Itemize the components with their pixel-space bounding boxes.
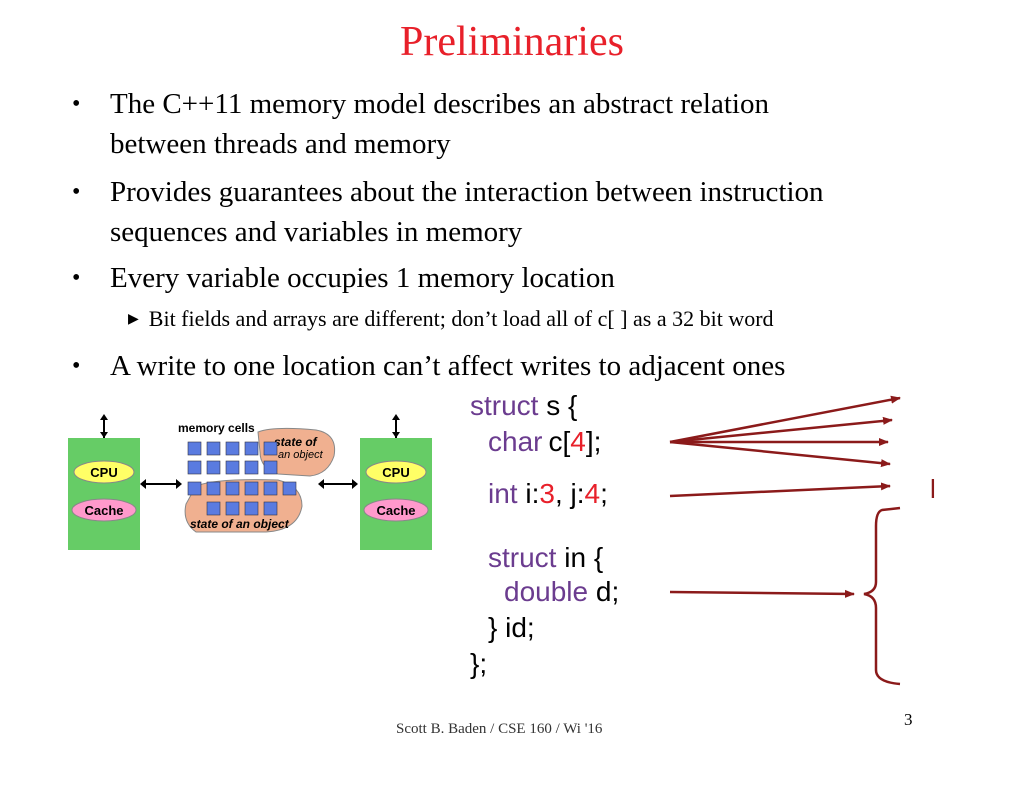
code-struct-open: struct s { (470, 390, 577, 422)
left-cache-label: Cache (84, 503, 123, 518)
memory-cells-grid (187, 441, 297, 516)
left-cache-label-bg (71, 498, 137, 522)
memory-cell (225, 481, 240, 496)
code-text: , j: (554, 478, 585, 509)
code-keyword: char (488, 426, 543, 457)
memory-cell (206, 481, 221, 496)
left-cpu-label-bg (73, 460, 135, 484)
char-arrow-1 (669, 395, 901, 444)
code-number: 4 (584, 478, 601, 509)
char-arrow-4 (669, 440, 891, 468)
right-cache-label-bg (363, 498, 429, 522)
bullet-2-line-2: sequences and variables in memory (110, 216, 523, 248)
memory-cell (225, 441, 240, 456)
memory-cell (244, 441, 259, 456)
struct-bracket (863, 506, 901, 686)
link-arrow-icon (352, 479, 358, 489)
code-keyword: int (488, 478, 518, 509)
bullet-dot: • (72, 91, 81, 117)
state-of-an-object-label: state of an object (190, 517, 290, 531)
memory-cell (187, 460, 202, 475)
right-bus-arrow-icon (392, 432, 400, 438)
memory-cell (263, 481, 278, 496)
memory-diagram: CPU Cache memory cells state of an objec… (68, 414, 432, 550)
memory-cell (206, 460, 221, 475)
right-cache-label: Cache (376, 503, 415, 518)
memory-cell (206, 501, 221, 516)
slide-title: Preliminaries (400, 19, 624, 65)
memory-cells-label: memory cells (178, 421, 255, 435)
code-text: i: (525, 478, 540, 509)
code-number: 3 (539, 478, 555, 509)
memory-cell (244, 501, 259, 516)
memory-cell (244, 481, 259, 496)
footer: Scott B. Baden / CSE 160 / Wi '16 (396, 721, 603, 737)
code-int-line: int i:3, j:4; (488, 478, 608, 510)
code-number: 4 (570, 426, 586, 457)
memory-cell (187, 481, 202, 496)
memory-cell (244, 460, 259, 475)
left-bus-arrow-icon (100, 432, 108, 438)
code-keyword: struct (488, 542, 557, 573)
memory-cell (282, 481, 297, 496)
triangle-bullet-icon: ▶ (128, 312, 139, 327)
bullet-2-line-1: Provides guarantees about the interactio… (110, 176, 824, 208)
memory-cell (263, 501, 278, 516)
memory-cell (263, 460, 278, 475)
link-arrow-icon (176, 479, 182, 489)
link-arrow-icon (318, 479, 324, 489)
code-text: d; (595, 576, 620, 607)
code-text: ; (600, 478, 608, 509)
annotation-mark: l (930, 474, 936, 504)
sub-bullet-text: Bit fields and arrays are different; don… (148, 306, 774, 331)
code-double-line: double d; (504, 576, 619, 608)
bullet-dot: • (72, 265, 81, 291)
right-cpu-label-bg (365, 460, 427, 484)
code-text: c[ (548, 426, 571, 457)
bullet-dot: • (72, 353, 81, 379)
code-text: ]; (585, 426, 602, 457)
int-arrow (669, 482, 891, 498)
code-keyword: struct (470, 390, 539, 421)
memory-cell (225, 501, 240, 516)
code-inner-struct-open: struct in { (488, 542, 603, 574)
code-inner-close: } id; (488, 612, 535, 643)
state-of-label: state of (274, 435, 318, 449)
bullet-dot: • (72, 179, 81, 205)
left-cpu-box (68, 438, 140, 550)
memory-cell (263, 441, 278, 456)
page-number: 3 (904, 710, 913, 729)
right-bus-arrow-icon (392, 414, 400, 420)
an-object-label: an object (278, 449, 324, 461)
code-outer-close: }; (470, 648, 488, 679)
right-cpu-label: CPU (382, 465, 409, 480)
code-keyword: double (504, 576, 589, 607)
memory-cell (206, 441, 221, 456)
char-arrow-2 (669, 416, 893, 444)
sub-bullet: ▶ Bit fields and arrays are different; do… (128, 306, 774, 332)
memory-cell (187, 441, 202, 456)
memory-location-arrows (669, 395, 901, 686)
left-cpu-label: CPU (90, 465, 117, 480)
link-arrow-icon (140, 479, 146, 489)
left-bus-arrow-icon (100, 414, 108, 420)
memory-cell (225, 460, 240, 475)
bullet-4-line-1: A write to one location can’t affect wri… (110, 350, 786, 382)
right-cpu-box (360, 438, 432, 550)
bullet-1-line-1: The C++11 memory model describes an abst… (110, 88, 769, 120)
code-text: s { (546, 390, 578, 421)
double-arrow (669, 589, 855, 598)
bullet-1-line-2: between threads and memory (110, 128, 451, 160)
code-text: in { (564, 542, 604, 573)
bullet-3-line-1: Every variable occupies 1 memory locatio… (110, 262, 615, 294)
